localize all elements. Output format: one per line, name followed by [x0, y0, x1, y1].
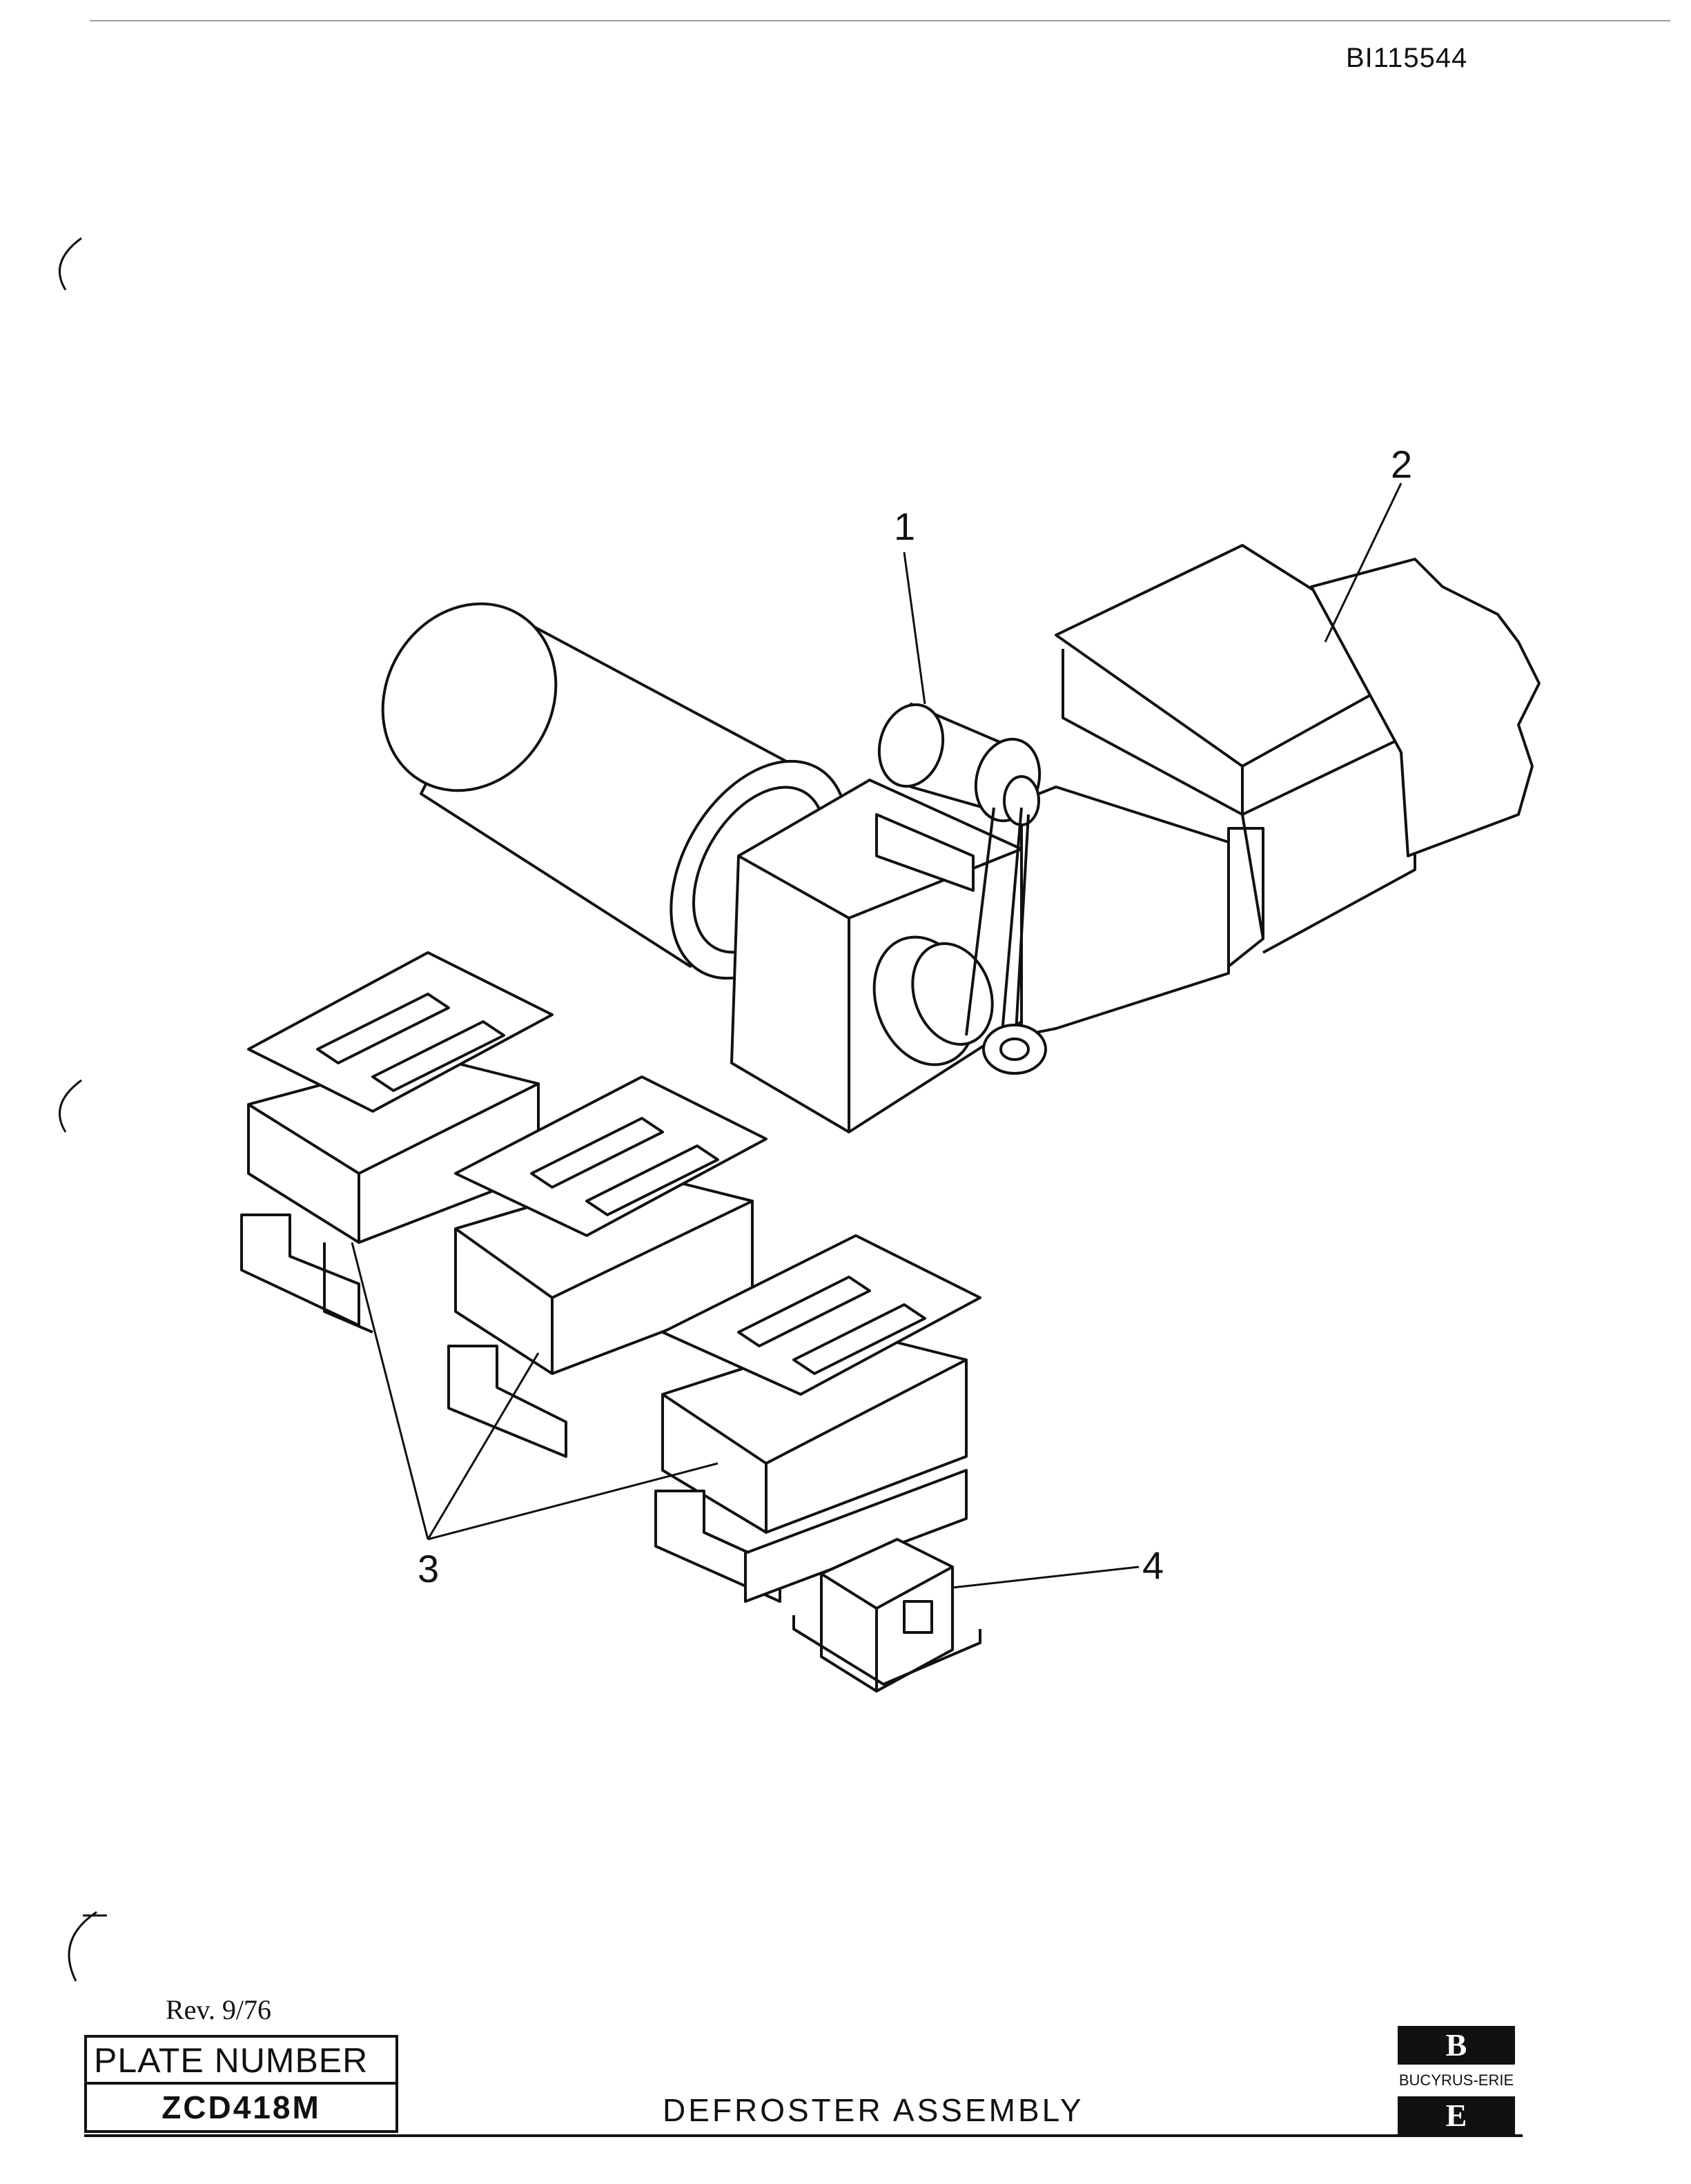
revision-note: Rev. 9/76 [166, 1994, 271, 2025]
logo-letter-top: B [1398, 2026, 1515, 2065]
blower-group [381, 544, 1541, 1133]
callout-1: 1 [894, 505, 916, 548]
binder-hole-icon [59, 1079, 82, 1133]
callout-4: 4 [1142, 1543, 1164, 1587]
document-id: BI115544 [1346, 43, 1468, 73]
callout-3: 3 [418, 1547, 440, 1590]
transformer-group [240, 951, 981, 1603]
leader-lines [351, 482, 1402, 1589]
company-logo: B BUCYRUS-ERIE E [1398, 2026, 1515, 2135]
logo-letter-bottom: E [1398, 2096, 1515, 2135]
callout-2: 2 [1391, 442, 1413, 486]
plate-number-value: ZCD418M [162, 2089, 321, 2125]
plate-number-box: PLATE NUMBER ZCD418M [84, 2035, 398, 2133]
binder-hole-icon [59, 237, 82, 291]
binder-hole-icon [68, 1911, 97, 1982]
bottom-rule [84, 2134, 1523, 2137]
logo-company-name: BUCYRUS-ERIE [1398, 2071, 1514, 2089]
drawing-title: DEFROSTER ASSEMBLY [663, 2092, 1084, 2128]
control-box [792, 1538, 981, 1693]
plate-number-label: PLATE NUMBER [87, 2038, 395, 2085]
